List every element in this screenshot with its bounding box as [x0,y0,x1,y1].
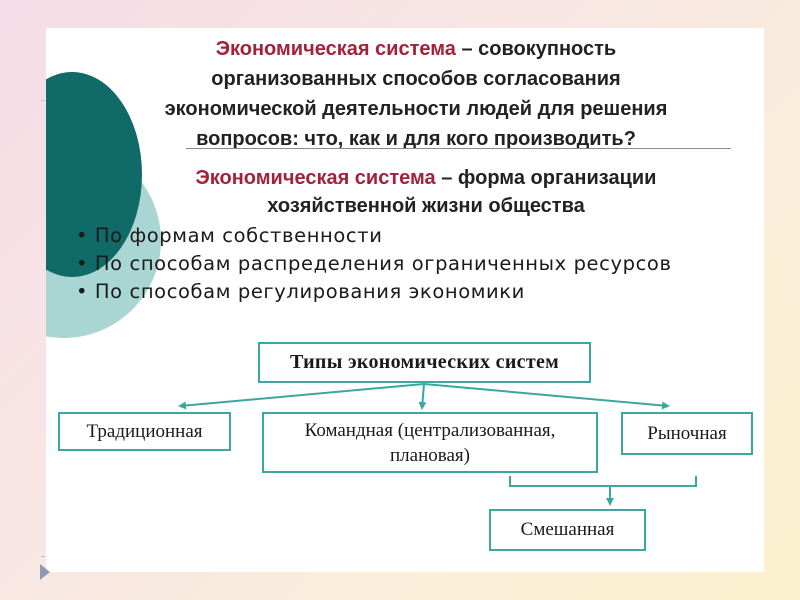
play-arrow-icon[interactable] [40,564,50,580]
traditional-box: Традиционная [58,412,231,451]
list-item: По способам регулирования экономики [76,278,716,306]
definition-1-line4: вопросов: что, как и для кого производит… [196,128,636,150]
arrow-to-market [423,383,670,410]
definition-1: Экономическая система – совокупность орг… [106,34,726,154]
definition-2-line1: – форма организации [435,167,657,189]
definition-1-line2: организованных способов согласования [211,68,621,90]
types-box: Типы экономических систем [258,342,591,383]
definition-2-term: Экономическая система [195,167,436,189]
arrow-to-traditional [178,383,425,410]
command-box: Командная (централизованная, плановая) [262,412,598,473]
classification-list: По формам собственности По способам расп… [76,222,716,306]
mixed-bracket [509,476,697,504]
definition-1-term: Экономическая система [215,38,456,60]
list-item: По способам распределения ограниченных р… [76,250,716,278]
slide-edge-mark [41,556,45,557]
arrow-to-command [418,383,427,410]
definition-2-line2: хозяйственной жизни общества [267,195,585,217]
definition-1-line3: экономической деятельности людей для реш… [164,98,668,120]
list-item: По формам собственности [76,222,716,250]
command-line2: плановая) [390,444,470,466]
definition-1-line1: – совокупность [455,38,617,60]
mixed-box: Смешанная [489,509,646,551]
slide: Экономическая система – совокупность орг… [46,28,764,572]
market-box: Рыночная [621,412,753,455]
slide-edge-mark [41,100,45,101]
separator-line [186,148,731,149]
diagram-connectors [178,383,697,572]
command-line1: Командная (централизованная, [304,419,556,441]
definition-2: Экономическая система – форма организаци… [126,164,726,220]
